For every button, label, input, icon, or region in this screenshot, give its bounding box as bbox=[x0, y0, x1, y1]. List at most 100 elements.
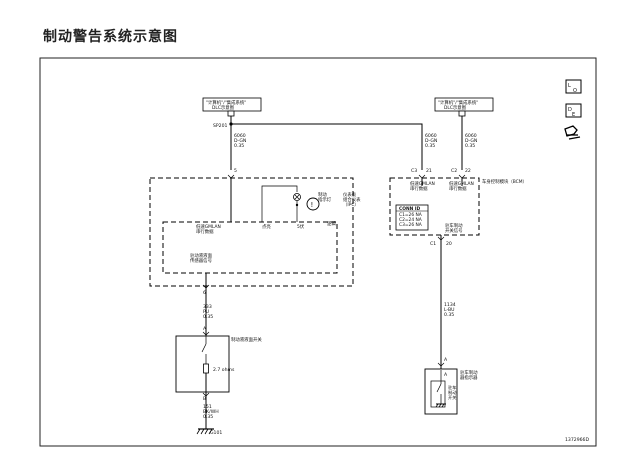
svg-text:D-GN: D-GN bbox=[465, 138, 477, 144]
svg-text:151: 151 bbox=[203, 404, 212, 410]
svg-text:车身控制模块（BCM）: 车身控制模块（BCM） bbox=[482, 178, 527, 185]
lamp-label-1: 制动 bbox=[318, 191, 327, 198]
svg-text:BK/WH: BK/WH bbox=[203, 409, 219, 415]
svg-text:制动液液面开关: 制动液液面开关 bbox=[231, 336, 262, 343]
svg-text:0.35: 0.35 bbox=[444, 312, 454, 318]
lamp-bus-voltage: 5伏 bbox=[297, 223, 305, 230]
svg-text:6060: 6060 bbox=[465, 133, 477, 139]
wire-label-mid-top: 6060 D-GN 0.35 bbox=[425, 133, 437, 149]
pin-bcm-c1: C1 bbox=[430, 241, 436, 247]
bcm-gmlan-b-1: 低速GMLAN bbox=[449, 180, 474, 187]
splice-label: SP201 bbox=[213, 123, 228, 129]
svg-text:C1=26 NA: C1=26 NA bbox=[399, 212, 422, 218]
conn-id-table: CONN ID C1=26 NA C2=24 NA C3=26 NA bbox=[395, 204, 429, 231]
svg-text:"计算机"/"集成系统": "计算机"/"集成系统" bbox=[438, 99, 478, 106]
brake-warning-mark: ! bbox=[311, 201, 314, 209]
pin-ipc-bottom: 6 bbox=[203, 290, 206, 296]
svg-text:"计算机"/"集成系统": "计算机"/"集成系统" bbox=[206, 99, 246, 106]
bcm-gmlan-a-2: 串行数据 bbox=[410, 185, 428, 192]
svg-text:1134: 1134 bbox=[444, 302, 456, 308]
resistor-label: 2.7 ohms bbox=[213, 367, 235, 373]
wire-label-ground: 151 BK/WH 0.35 bbox=[203, 404, 219, 420]
lamp-state-on: 点亮 bbox=[262, 223, 271, 230]
svg-text:0.35: 0.35 bbox=[465, 143, 475, 149]
wire-label-right-top: 6060 D-GN 0.35 bbox=[465, 133, 477, 149]
pin-bcm-22: 22 bbox=[465, 168, 471, 174]
svg-text:0.35: 0.35 bbox=[425, 143, 435, 149]
svg-text:开关: 开关 bbox=[448, 394, 456, 401]
svg-text:驻车制动: 驻车制动 bbox=[460, 369, 478, 376]
svg-text:制动: 制动 bbox=[448, 389, 456, 396]
svg-text:E: E bbox=[572, 112, 575, 118]
pin-sensor-a1: A bbox=[444, 357, 448, 363]
svg-text:D-GN: D-GN bbox=[234, 138, 246, 144]
svg-text:器指示器: 器指示器 bbox=[460, 374, 478, 381]
svg-text:组合仪表: 组合仪表 bbox=[343, 196, 361, 203]
svg-text:D-GN: D-GN bbox=[425, 138, 437, 144]
svg-text:CONN ID: CONN ID bbox=[399, 206, 420, 212]
brake-warning-icon bbox=[306, 197, 320, 211]
svg-text:DLC示意图: DLC示意图 bbox=[444, 104, 467, 111]
pin-ipc-top: 5 bbox=[234, 168, 237, 174]
lo-icon[interactable]: L O bbox=[565, 79, 582, 94]
svg-text:6060: 6060 bbox=[234, 133, 246, 139]
svg-text:0.35: 0.35 bbox=[203, 414, 213, 420]
park-brake-sensor[interactable]: 驻车制动 器指示器 驻车 制动 开关 bbox=[424, 368, 478, 415]
bcm-signal-label-1: 驻车制动 bbox=[445, 222, 463, 229]
ipc-module[interactable]: 仪表板 组合仪表 （IPC） bbox=[149, 177, 361, 287]
ipc-signal-label-1: 驻动液液面 bbox=[190, 252, 213, 259]
pin-ipc-bottom-arrow bbox=[202, 284, 210, 289]
pin-bcm-21: 21 bbox=[426, 168, 432, 174]
svg-text:仪表板: 仪表板 bbox=[343, 191, 357, 198]
sensor-switch-contact bbox=[436, 370, 442, 404]
svg-text:（IPC）: （IPC） bbox=[343, 202, 359, 208]
pin-switch-a: A bbox=[203, 326, 207, 332]
svg-text:驻车: 驻车 bbox=[448, 384, 456, 391]
bcm-signal-label-2: 开关信号 bbox=[445, 227, 463, 234]
pin-switch-b-arrow bbox=[202, 392, 210, 397]
bcm-gmlan-a-1: 低速GMLAN bbox=[410, 180, 435, 187]
pin-sensor-a1-arrow bbox=[437, 362, 445, 367]
switch-contact bbox=[201, 336, 207, 364]
ipc-logic-label: 逻辑 bbox=[327, 220, 336, 227]
pin-switch-a-arrow bbox=[202, 331, 210, 336]
ipc-signal-label-2: 传感器信号 bbox=[190, 257, 213, 264]
ipc-gmlan-label-2: 串行数据 bbox=[196, 228, 214, 235]
desc-icon[interactable]: D E bbox=[565, 103, 582, 118]
svg-text:6060: 6060 bbox=[425, 133, 437, 139]
svg-text:L: L bbox=[568, 83, 571, 89]
svg-text:PU: PU bbox=[203, 309, 209, 315]
sensor-ground-icon bbox=[435, 403, 446, 408]
doc-id: 1372966D bbox=[565, 437, 589, 443]
svg-text:C2=24 NA: C2=24 NA bbox=[399, 217, 422, 223]
svg-text:333: 333 bbox=[203, 304, 212, 310]
svg-text:0.35: 0.35 bbox=[203, 314, 213, 320]
svg-text:D: D bbox=[568, 107, 572, 113]
pin-bcm-20-arrow bbox=[437, 236, 445, 241]
pin-sensor-a2: A bbox=[444, 372, 448, 378]
pin-bcm-20: 20 bbox=[446, 241, 452, 247]
svg-text:0.35: 0.35 bbox=[234, 143, 244, 149]
svg-text:O: O bbox=[573, 88, 577, 94]
pin-bcm-c3: C3 bbox=[411, 168, 417, 174]
diagram-frame bbox=[39, 57, 597, 447]
ground-icon bbox=[196, 428, 214, 435]
ground-id: G101 bbox=[210, 430, 222, 436]
svg-text:DLC示意图: DLC示意图 bbox=[212, 104, 235, 111]
resistor-icon bbox=[203, 363, 209, 374]
page-title: 制动警告系统示意图 bbox=[43, 29, 178, 45]
lamp-feed-wire bbox=[261, 185, 298, 222]
lamp-bulb-cross bbox=[294, 194, 300, 200]
bcm-gmlan-b-2: 串行数据 bbox=[449, 185, 467, 192]
wire-splice-horizontal bbox=[231, 123, 423, 170]
dlc-connector-right[interactable]: "计算机"/"集成系统" DLC示意图 bbox=[434, 97, 494, 117]
wire-label-ipc-switch: 333 PU 0.35 bbox=[203, 304, 213, 320]
wire-label-bcm-sensor: 1134 L-BU 0.35 bbox=[444, 302, 456, 318]
lamp-node bbox=[295, 203, 299, 207]
pin-bcm-c2: C2 bbox=[451, 168, 457, 174]
connector-icon[interactable] bbox=[564, 125, 581, 140]
dlc-connector-left[interactable]: "计算机"/"集成系统" DLC示意图 bbox=[202, 97, 262, 117]
pin-switch-b: B bbox=[203, 396, 206, 402]
fluid-level-switch[interactable]: 制动液液面开关 bbox=[175, 335, 262, 393]
